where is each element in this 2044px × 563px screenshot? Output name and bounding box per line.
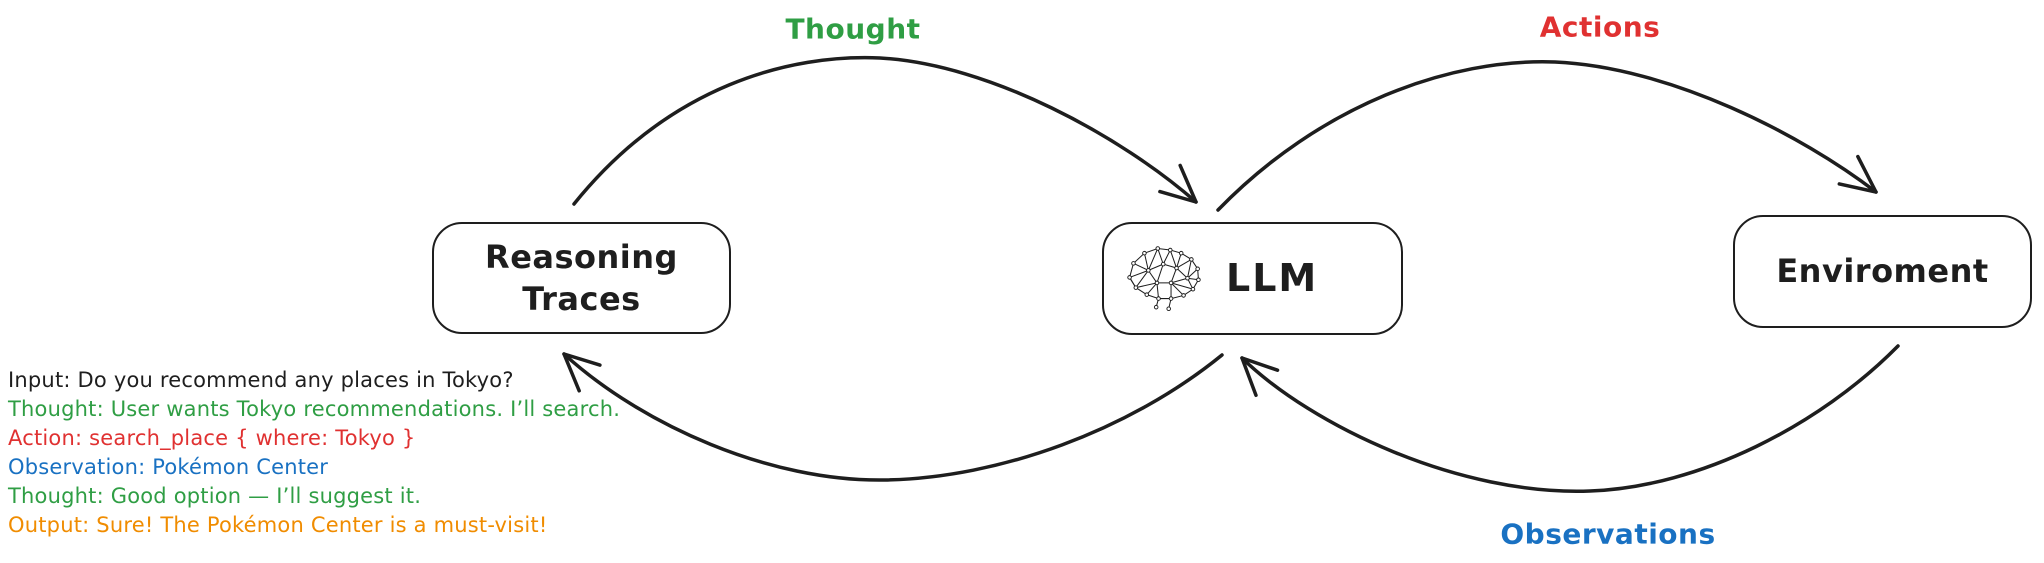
brain-network-icon — [1127, 245, 1201, 311]
node-environment: Enviroment — [1733, 215, 2032, 328]
llm-label: LLM — [1226, 256, 1319, 301]
transcript-line-action: Action: search_place { where: Tokyo } — [8, 426, 416, 450]
edge-label-observations: Observations — [1500, 517, 1716, 551]
transcript-line-output: Output: Sure! The Pokémon Center is a mu… — [8, 513, 548, 537]
thought-arrow — [572, 55, 1198, 206]
transcript-line-input: Input: Do you recommend any places in To… — [8, 368, 514, 392]
actions-arrow — [1216, 60, 1878, 212]
transcript-line-observation: Observation: Pokémon Center — [8, 455, 329, 479]
node-llm: LLM — [1102, 222, 1403, 335]
transcript-line-thought-1: Thought: User wants Tokyo recommendation… — [8, 397, 621, 421]
reasoning-traces-label-line2: Traces — [522, 280, 641, 318]
observations-arrow — [1240, 344, 1900, 493]
edge-label-actions: Actions — [1539, 10, 1661, 44]
feedback-arrow — [562, 352, 1224, 482]
transcript-block: Input: Do you recommend any places in To… — [8, 366, 620, 540]
reasoning-traces-label-line1: Reasoning — [485, 237, 678, 276]
environment-label: Enviroment — [1776, 252, 1989, 291]
transcript-line-thought-2: Thought: Good option — I’ll suggest it. — [8, 484, 422, 508]
edge-label-thought: Thought — [785, 12, 921, 46]
node-reasoning-traces: Reasoning Traces — [432, 222, 731, 334]
